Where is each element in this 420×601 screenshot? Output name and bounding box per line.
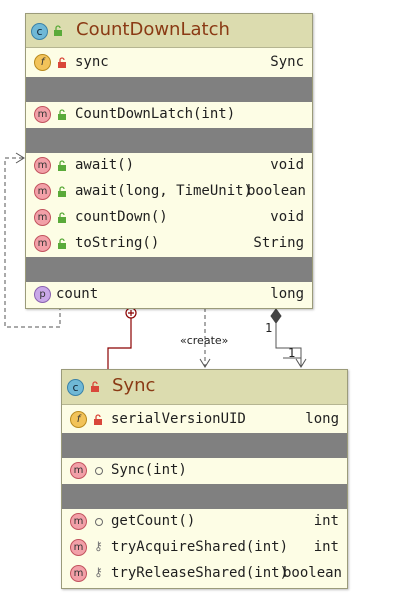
class-header: c Sync xyxy=(62,370,347,405)
constructor-row[interactable]: m CountDownLatch(int) xyxy=(26,102,312,128)
field-icon: f xyxy=(34,54,51,71)
method-row[interactable]: m ⚷ tryReleaseShared(int) boolean xyxy=(62,561,347,587)
constructor-name: CountDownLatch(int) xyxy=(75,106,236,122)
private-lock-icon xyxy=(58,57,66,68)
method-icon: m xyxy=(70,539,87,556)
method-row[interactable]: m getCount() int xyxy=(62,509,347,535)
class-kind-icon: c xyxy=(31,23,48,40)
method-name: tryReleaseShared(int) xyxy=(111,565,289,581)
protected-key-icon: ⚷ xyxy=(94,539,103,553)
field-type: long xyxy=(305,411,339,427)
package-visibility-icon xyxy=(95,467,103,475)
self-dependency-line xyxy=(4,157,61,328)
field-icon: f xyxy=(70,411,87,428)
public-lock-icon xyxy=(58,238,66,249)
separator xyxy=(62,484,347,509)
method-icon: m xyxy=(70,513,87,530)
method-icon: m xyxy=(34,106,51,123)
method-name: await() xyxy=(75,157,135,173)
method-icon: m xyxy=(34,183,51,200)
method-name: countDown() xyxy=(75,209,168,225)
method-name: getCount() xyxy=(111,513,196,529)
method-icon: m xyxy=(70,462,87,479)
method-icon: m xyxy=(34,157,51,174)
composition-arrowhead xyxy=(295,358,307,368)
method-return-type: int xyxy=(313,539,339,555)
separator xyxy=(26,77,312,102)
separator xyxy=(26,128,312,153)
method-return-type: int xyxy=(313,513,339,529)
composition-source-multiplicity: 1 xyxy=(265,321,273,335)
method-return-type: boolean xyxy=(282,565,342,581)
method-row[interactable]: m toString() String xyxy=(26,231,312,257)
field-type: Sync xyxy=(270,54,304,70)
public-lock-icon xyxy=(58,109,66,120)
private-lock-icon xyxy=(94,414,102,425)
separator xyxy=(26,257,312,282)
countdownlatch-class-box[interactable]: c CountDownLatch f sync Sync m CountDown… xyxy=(25,13,313,309)
private-lock-icon xyxy=(91,381,99,392)
method-row[interactable]: m await() void xyxy=(26,153,312,179)
method-name: toString() xyxy=(75,235,160,251)
constructor-row[interactable]: m Sync(int) xyxy=(62,458,347,484)
public-lock-icon xyxy=(58,186,66,197)
field-name: serialVersionUID xyxy=(111,411,246,427)
public-lock-icon xyxy=(58,160,66,171)
field-name: sync xyxy=(75,54,109,70)
method-return-type: void xyxy=(270,157,304,173)
sync-class-box[interactable]: c Sync f serialVersionUID long m Sync(in… xyxy=(61,369,348,589)
package-visibility-icon xyxy=(95,518,103,526)
public-lock-icon xyxy=(54,25,62,36)
class-header: c CountDownLatch xyxy=(26,14,312,48)
method-name: tryAcquireShared(int) xyxy=(111,539,289,555)
create-label: «create» xyxy=(180,334,229,347)
method-return-type: void xyxy=(270,209,304,225)
field-row[interactable]: f serialVersionUID long xyxy=(62,407,347,433)
composition-diamond-icon xyxy=(270,308,282,324)
method-row[interactable]: m ⚷ tryAcquireShared(int) int xyxy=(62,535,347,561)
method-name: await(long, TimeUnit) xyxy=(75,183,253,199)
field-row[interactable]: f sync Sync xyxy=(26,50,312,76)
protected-key-icon: ⚷ xyxy=(94,565,103,579)
method-return-type: boolean xyxy=(246,183,306,199)
class-name: CountDownLatch xyxy=(76,19,230,40)
nested-class-line xyxy=(107,318,132,370)
method-icon: m xyxy=(34,235,51,252)
property-type: long xyxy=(270,286,304,302)
method-row[interactable]: m countDown() void xyxy=(26,205,312,231)
composition-target-multiplicity: 1 xyxy=(288,346,296,360)
public-lock-icon xyxy=(58,212,66,223)
property-row[interactable]: p count long xyxy=(26,282,312,308)
self-dependency-arrowhead xyxy=(15,152,25,164)
method-icon: m xyxy=(34,209,51,226)
property-icon: p xyxy=(34,286,51,303)
constructor-name: Sync(int) xyxy=(111,462,187,478)
method-icon: m xyxy=(70,565,87,582)
class-name: Sync xyxy=(112,375,156,396)
class-kind-icon: c xyxy=(67,379,84,396)
method-row[interactable]: m await(long, TimeUnit) boolean xyxy=(26,179,312,205)
property-name: count xyxy=(56,286,99,302)
separator xyxy=(62,433,347,458)
method-return-type: String xyxy=(253,235,304,251)
create-dependency-arrowhead xyxy=(199,358,211,368)
